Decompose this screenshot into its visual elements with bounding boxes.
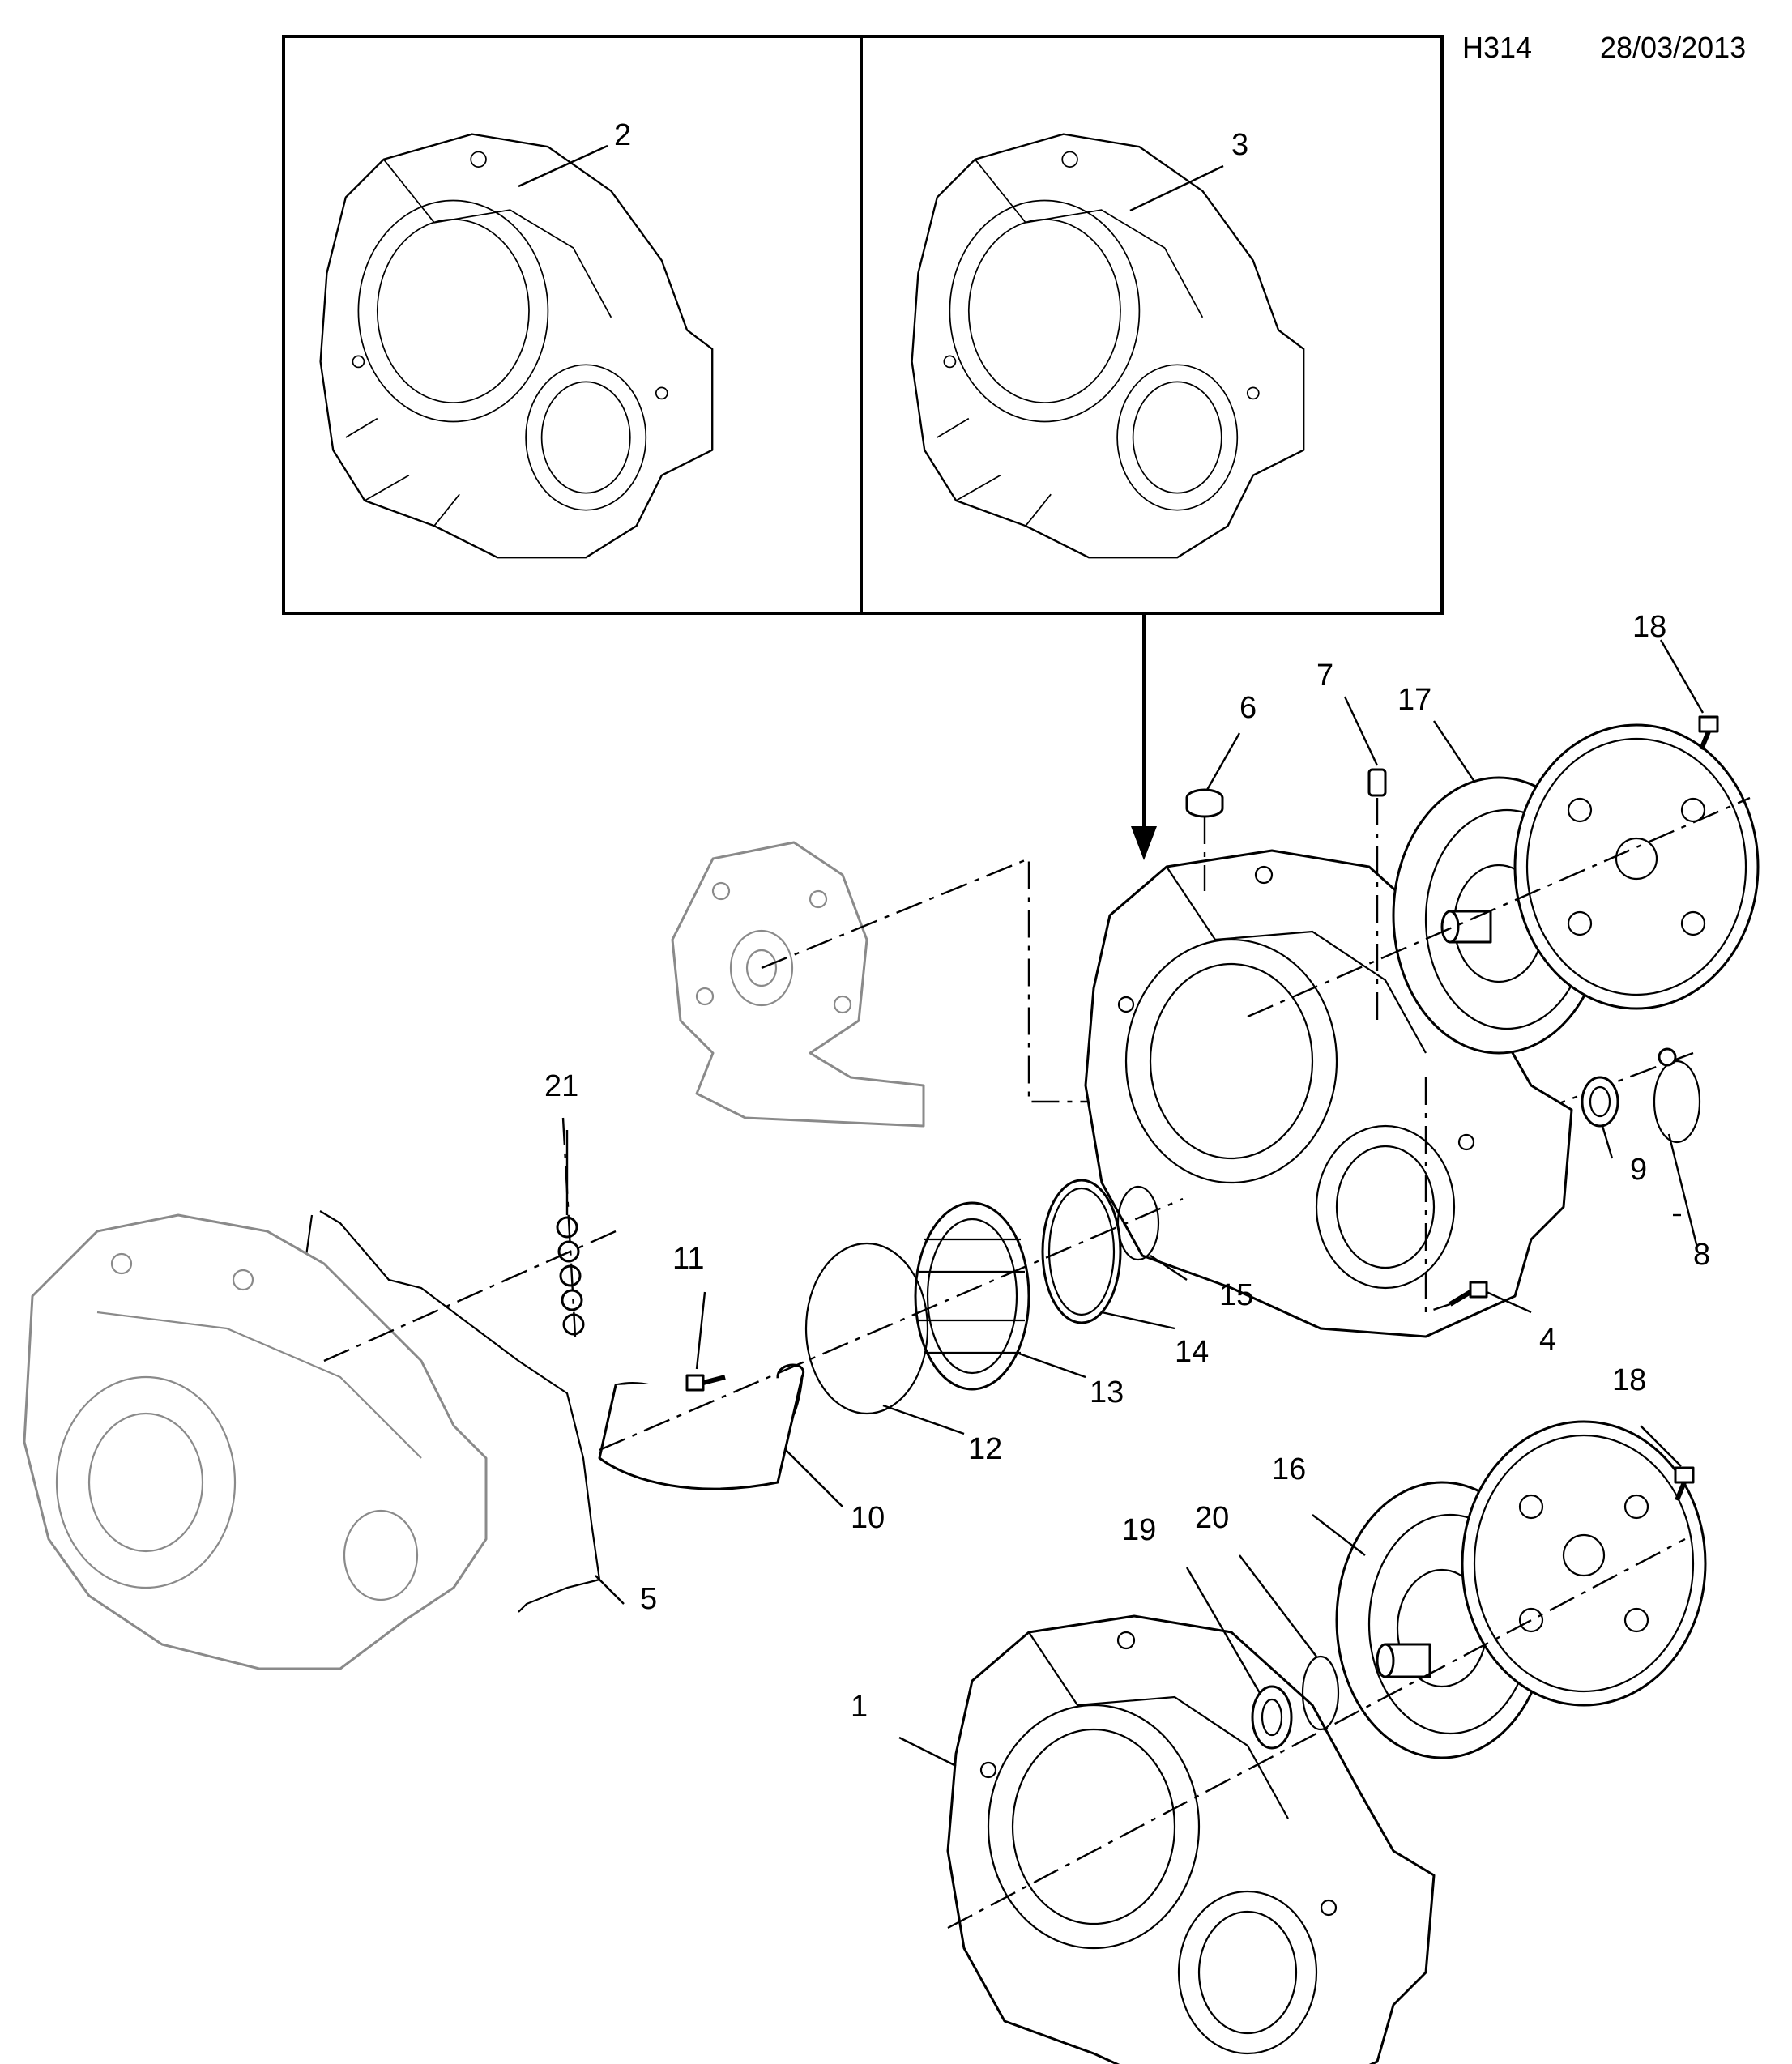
- part-flexplate-upper: [1247, 723, 1760, 1018]
- callout-leaders: [518, 144, 1705, 1768]
- callout-8: 8: [1693, 1238, 1711, 1272]
- callout-21: 21: [544, 1069, 579, 1103]
- housing-variant-3: [911, 133, 1305, 559]
- callout-13: 13: [1090, 1375, 1124, 1409]
- part-bolt-4: [1424, 1077, 1488, 1314]
- part-seal-19: [1251, 1685, 1293, 1750]
- part-bolt-11: [685, 1374, 726, 1392]
- callout-11: 11: [672, 1242, 705, 1276]
- callout-17: 17: [1397, 683, 1432, 717]
- transaxle-case-context: [23, 1213, 617, 1670]
- callout-16: 16: [1272, 1452, 1307, 1486]
- part-seal-9: [1581, 1076, 1619, 1128]
- part-plug-6: [1185, 788, 1224, 891]
- callout-20: 20: [1195, 1501, 1230, 1535]
- callout-1: 1: [851, 1690, 868, 1724]
- part-bolt-18-upper: [1698, 715, 1719, 751]
- part-oring-20: [1301, 1655, 1340, 1731]
- callout-15: 15: [1219, 1278, 1254, 1312]
- part-ring-14: [1041, 1179, 1122, 1324]
- callout-10: 10: [851, 1501, 885, 1535]
- callout-18-lower: 18: [1612, 1363, 1647, 1397]
- part-flexplate-lower: [947, 1420, 1707, 1930]
- callout-5: 5: [640, 1582, 658, 1616]
- callout-7: 7: [1316, 659, 1334, 693]
- part-clips-21: [556, 1117, 585, 1337]
- variant-inset-frame: [282, 35, 1444, 615]
- callout-12: 12: [968, 1432, 1003, 1466]
- callout-14: 14: [1175, 1335, 1210, 1369]
- housing-variant-2: [319, 133, 714, 559]
- variant-arrow: [1131, 613, 1157, 860]
- part-vent-7: [1367, 768, 1387, 1021]
- part-ring-gear-13: [914, 1201, 1030, 1391]
- callout-6: 6: [1239, 691, 1257, 725]
- part-bolt-18-lower: [1674, 1466, 1695, 1502]
- callout-3: 3: [1231, 128, 1249, 162]
- callout-18-upper: 18: [1632, 610, 1667, 644]
- diagram-code: H314: [1462, 31, 1533, 64]
- part-housing-1: [946, 1614, 1436, 2064]
- callout-2: 2: [614, 118, 632, 152]
- diagram-date: 28/03/2013: [1600, 31, 1747, 64]
- part-oring-8: [1653, 1047, 1701, 1144]
- main-axis-line: [599, 1197, 1184, 1452]
- callout-19: 19: [1122, 1513, 1157, 1547]
- part-band-10: [598, 1363, 805, 1490]
- part-snap-ring-12: [804, 1242, 929, 1415]
- callout-9: 9: [1630, 1153, 1648, 1187]
- callout-4: 4: [1539, 1323, 1557, 1357]
